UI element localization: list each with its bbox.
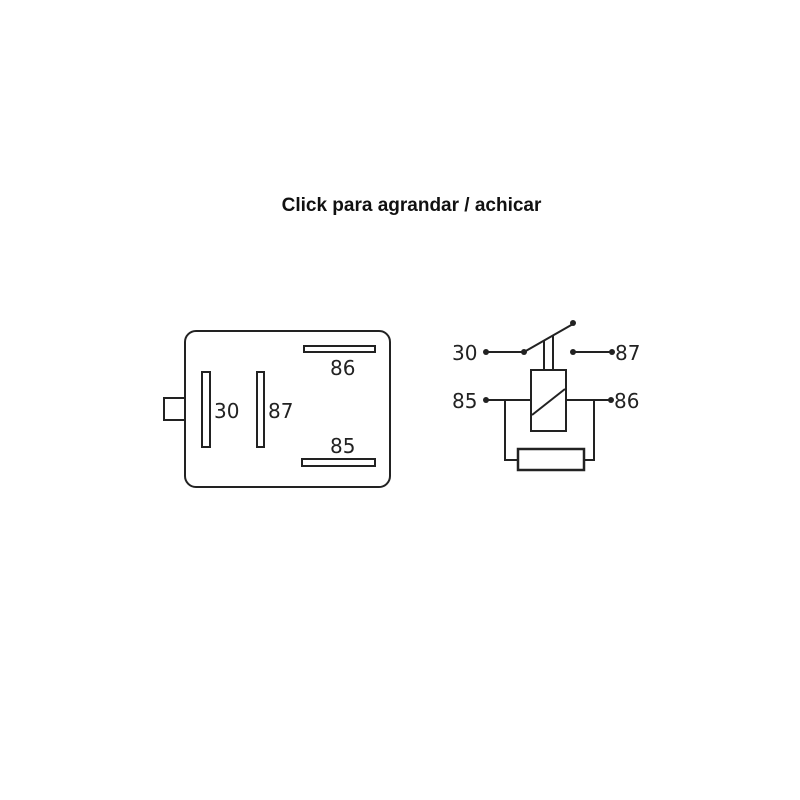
terminal-label-85: 85: [452, 389, 477, 413]
switch-arm: [523, 323, 574, 353]
switch-pivot-dot: [521, 349, 527, 355]
relay-housing: [163, 330, 391, 488]
relay-schematic: [486, 323, 612, 472]
switch-tip-dot: [570, 320, 576, 326]
coil-diagonal: [531, 388, 566, 416]
terminal-dot-86: [608, 397, 614, 403]
pin-label-30: 30: [214, 399, 239, 423]
contact-87-dot: [570, 349, 576, 355]
mounting-tab: [163, 397, 186, 421]
relay-coil: [530, 369, 567, 432]
pin-label-85: 85: [330, 434, 355, 458]
terminal-dot-30: [483, 349, 489, 355]
pin-label-87: 87: [268, 399, 293, 423]
terminal-dot-87: [609, 349, 615, 355]
pin-30-slot: [201, 371, 211, 448]
resistor: [516, 447, 586, 472]
terminal-label-30: 30: [452, 341, 477, 365]
terminal-dot-85: [483, 397, 489, 403]
wire-resistor-left: [504, 400, 518, 461]
zoom-toggle-link[interactable]: Click para agrandar / achicar: [281, 195, 542, 216]
pin-86-slot: [303, 345, 376, 353]
pin-label-86: 86: [330, 356, 355, 380]
pin-87-slot: [256, 371, 265, 448]
wire-resistor-right: [584, 400, 595, 461]
terminal-label-87: 87: [615, 341, 640, 365]
pin-85-slot: [301, 458, 376, 467]
terminal-label-86: 86: [614, 389, 639, 413]
